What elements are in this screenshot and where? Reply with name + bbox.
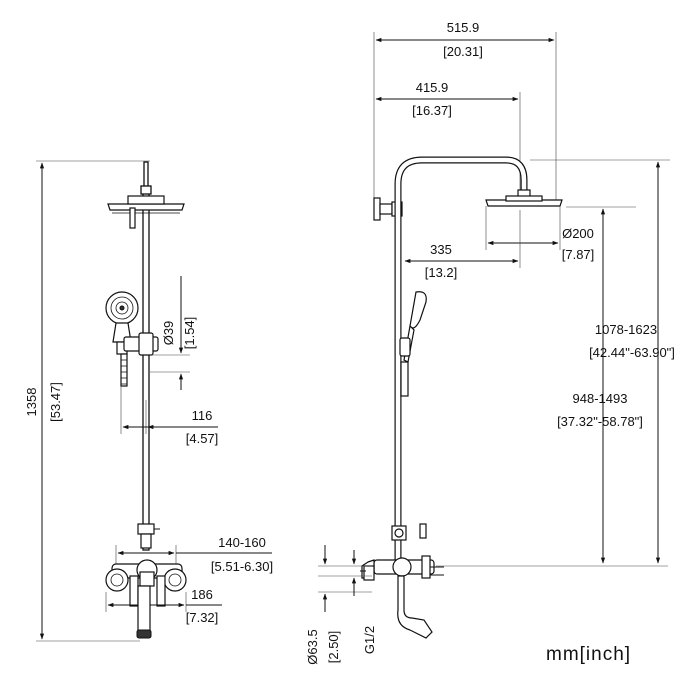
dim-head-adjustable: 948-1493 [37.32"-58.78"]	[557, 208, 643, 564]
front-diverter	[137, 523, 160, 549]
mixer-width-mm: 186	[191, 587, 213, 602]
side-view: 515.9 [20.31] 415.9 [16.37]	[305, 20, 675, 665]
dim-inlet-centers: 140-160 [5.51-6.30]	[115, 535, 273, 574]
escutcheon-diameter-inch: [2.50]	[326, 631, 341, 664]
pipe-to-head-mm: 335	[430, 242, 452, 257]
overall-adjustable-mm: 1078-1623	[595, 322, 657, 337]
side-tub-spout	[397, 575, 433, 639]
front-hand-shower	[105, 291, 139, 387]
arm-to-head-center-inch: [16.37]	[412, 103, 452, 118]
front-shower-head	[107, 195, 185, 229]
dim-arm-total: 515.9 [20.31]	[373, 20, 557, 200]
total-height-inch: [53.47]	[48, 382, 63, 422]
arm-total-mm: 515.9	[447, 20, 480, 35]
front-spout	[136, 585, 152, 639]
head-adjustable-inch: [37.32"-58.78"]	[557, 414, 643, 429]
side-shower-head	[485, 195, 563, 207]
front-riser-pipe	[140, 161, 152, 551]
dim-head-diameter: Ø200 [7.87]	[485, 206, 595, 262]
dim-handset-diameter: Ø39 [1.54]	[150, 276, 197, 390]
arm-to-head-center-mm: 415.9	[416, 80, 449, 95]
inlet-centers-inch: [5.51-6.30]	[211, 559, 273, 574]
dim-handset-offset: 116 [4.57]	[120, 386, 219, 446]
units-label: mm[inch]	[546, 644, 631, 665]
dim-escutcheon-and-thread: Ø63.5 [2.50] G1/2	[305, 545, 377, 665]
front-slide-bracket	[123, 332, 159, 356]
head-diameter-mm: Ø200	[562, 226, 594, 241]
head-diameter-inch: [7.87]	[562, 247, 595, 262]
side-mixer-valve	[361, 523, 444, 581]
handset-offset-mm: 116	[192, 408, 213, 423]
overall-adjustable-inch: [42.44"-63.90"]	[589, 345, 675, 360]
inlet-centers-mm: 140-160	[218, 535, 266, 550]
total-height-mm: 1358	[24, 388, 39, 417]
side-riser-and-arm	[394, 156, 531, 564]
mixer-width-inch: [7.32]	[186, 610, 219, 625]
escutcheon-diameter-mm: Ø63.5	[305, 629, 320, 664]
thread-size: G1/2	[362, 626, 377, 654]
pipe-to-head-inch: [13.2]	[425, 265, 458, 280]
head-adjustable-mm: 948-1493	[573, 391, 628, 406]
handset-diameter-inch: [1.54]	[182, 317, 197, 350]
dim-overall-adjustable: 1078-1623 [42.44"-63.90"]	[589, 161, 675, 564]
front-view: 1358 [53.47]	[24, 160, 273, 642]
dim-total-height: 1358 [53.47]	[24, 160, 150, 642]
handset-offset-inch: [4.57]	[186, 431, 219, 446]
side-hand-shower	[399, 291, 427, 397]
arm-total-inch: [20.31]	[443, 44, 483, 59]
dim-pipe-to-head: 335 [13.2]	[404, 210, 521, 280]
handset-diameter-mm: Ø39	[161, 321, 176, 346]
dim-arm-to-head-center: 415.9 [16.37]	[375, 80, 521, 196]
